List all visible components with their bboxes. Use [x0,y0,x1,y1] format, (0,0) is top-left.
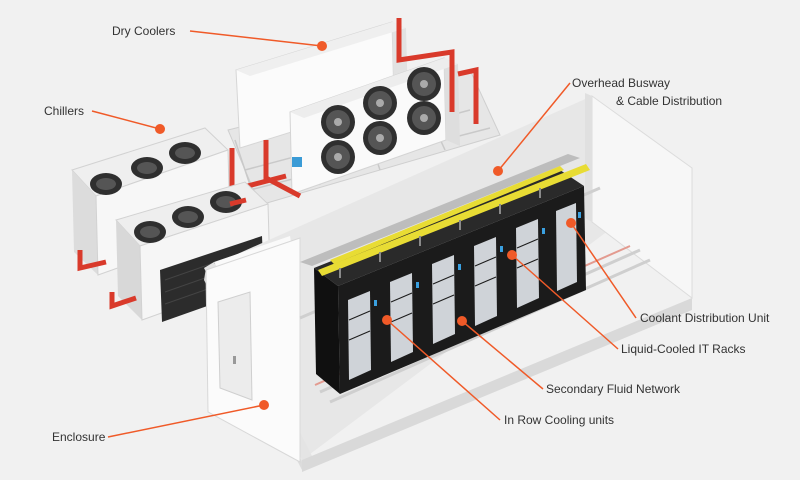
leader-lines [91,30,637,438]
callout-dots [155,41,576,410]
label-dry-coolers: Dry Coolers [112,24,176,38]
liquid-cooled-it-racks-dot [507,250,517,260]
overhead-busway [300,154,590,278]
label-liquid-cooled-it-racks: Liquid-Cooled IT Racks [621,342,746,356]
label-coolant-distribution-unit: Coolant Distribution Unit [640,311,770,325]
label-overhead-busway-line1: Overhead Busway [572,76,671,90]
chiller-piping [77,197,247,310]
chiller-fan-icons [90,142,242,243]
secondary-fluid-network-dot [457,316,467,326]
label-in-row-cooling-units: In Row Cooling units [504,413,615,427]
dry-coolers-unit [227,18,501,206]
label-overhead-busway-line2: & Cable Distribution [616,94,723,108]
label-secondary-fluid-network: Secondary Fluid Network [546,382,681,396]
coolant-distribution-unit-dot [566,218,576,228]
dry-coolers-dot [317,41,327,51]
label-enclosure: Enclosure [52,430,106,444]
dry-cooler-piping [229,18,479,199]
in-row-cooling-units-dot [382,315,392,325]
chillers-dot [155,124,165,134]
dry-cooler-fan-icons [321,67,441,174]
overhead-busway-dot [493,166,503,176]
label-chillers: Chillers [44,104,85,118]
enclosure-dot [259,400,269,410]
